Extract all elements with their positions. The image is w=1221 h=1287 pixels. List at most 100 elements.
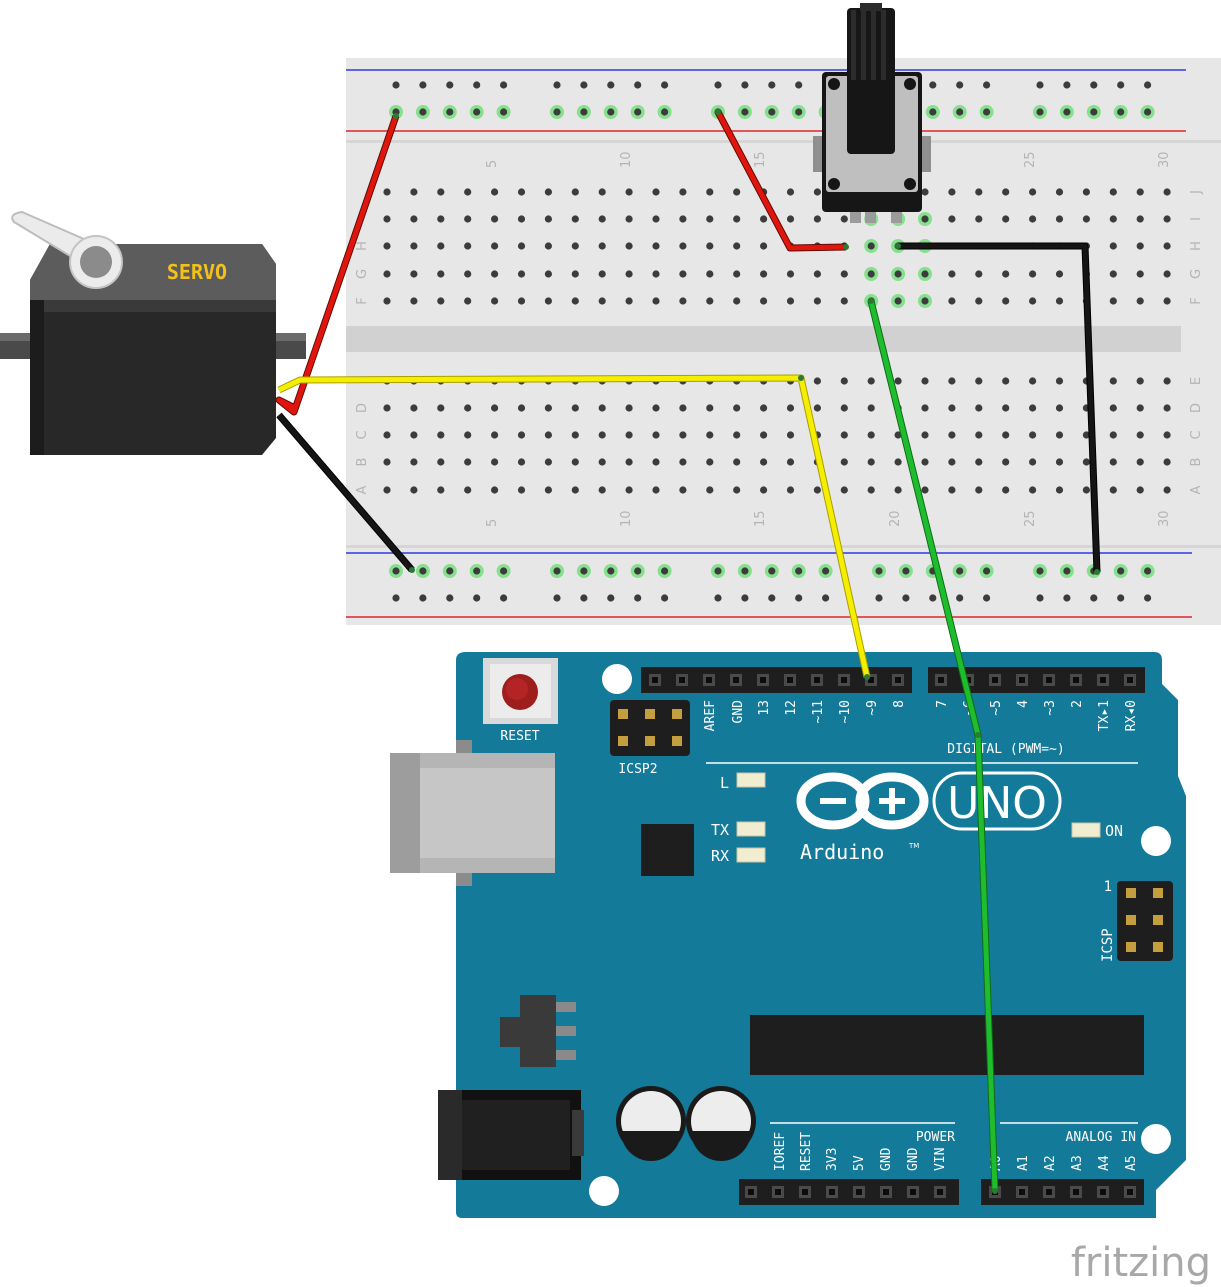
rail-hole: [580, 81, 588, 89]
socket-pin: [829, 1189, 835, 1195]
breadboard-hole: [544, 215, 553, 223]
analog-pin-label: A1: [1016, 1155, 1031, 1171]
servo-motor: SERVO: [0, 210, 306, 455]
breadboard-hole: [679, 486, 687, 494]
socket-pin: [992, 677, 998, 683]
breadboard-hole: [598, 188, 606, 196]
analog-pin-label: A5: [1124, 1155, 1139, 1171]
breadboard-hole: [625, 297, 633, 305]
breadboard-hole: [598, 270, 606, 278]
breadboard-hole: [894, 297, 902, 305]
breadboard-hole: [625, 188, 633, 196]
wires: [275, 109, 1101, 1194]
socket-pin: [1100, 1189, 1106, 1195]
breadboard-hole: [786, 297, 795, 305]
breadboard-hole: [383, 297, 391, 305]
breadboard-hole: [975, 486, 983, 494]
rail-hole: [473, 108, 481, 116]
power-pin-label: IOREF: [773, 1132, 788, 1171]
breadboard-hole: [948, 458, 956, 466]
breadboard-hole: [1029, 458, 1037, 466]
digital-pin-label: ~10: [838, 700, 853, 723]
reset-button[interactable]: [483, 658, 558, 724]
breadboard-hole: [625, 431, 633, 439]
breadboard-hole: [921, 431, 929, 439]
power-pin-label: GND: [906, 1147, 921, 1171]
icsp-label: ICSP: [1100, 928, 1116, 962]
breadboard-hole: [1055, 486, 1064, 494]
breadboard-hole: [1163, 242, 1171, 250]
digital-pin-label: GND: [731, 700, 746, 724]
breadboard-hole: [652, 215, 660, 223]
rail-hole: [983, 594, 991, 602]
breadboard-hole: [1055, 188, 1064, 196]
rail-hole: [446, 108, 454, 116]
rail-hole: [902, 567, 910, 575]
breadboard-hole: [1029, 215, 1037, 223]
digital-pin-label: RX◂0: [1124, 700, 1139, 731]
breadboard-hole: [1163, 215, 1171, 223]
rail-hole: [607, 108, 615, 116]
breadboard-hole: [1136, 431, 1144, 439]
breadboard-hole: [867, 486, 875, 494]
breadboard-hole: [706, 215, 714, 223]
breadboard-hole: [652, 242, 660, 250]
breadboard-hole: [1029, 270, 1037, 278]
breadboard-hole: [383, 486, 391, 494]
breadboard-hole: [410, 188, 418, 196]
socket-pin: [1046, 677, 1052, 683]
rail-hole: [392, 594, 400, 602]
breadboard-hole: [464, 242, 472, 250]
led-tx: [736, 821, 766, 837]
breadboard-hole: [652, 431, 660, 439]
rail-hole: [956, 108, 964, 116]
breadboard-hole: [598, 215, 606, 223]
breadboard-hole: [948, 297, 956, 305]
wire-endpoint: [843, 244, 849, 250]
breadboard-hole: [625, 215, 633, 223]
rail-hole: [822, 594, 830, 602]
breadboard-hole: [894, 431, 902, 439]
socket-pin: [1073, 1189, 1079, 1195]
row-letter: E: [1189, 377, 1204, 385]
breadboard-hole: [1029, 486, 1037, 494]
breadboard-hole: [786, 404, 795, 412]
breadboard-hole: [1136, 458, 1144, 466]
breadboard-hole: [975, 458, 983, 466]
socket-pin: [1046, 1189, 1052, 1195]
breadboard-hole: [867, 458, 875, 466]
socket-pin: [1019, 677, 1025, 683]
breadboard-hole: [437, 486, 445, 494]
socket-pin: [895, 677, 901, 683]
socket-pin: [937, 1189, 943, 1195]
rail-hole: [1144, 567, 1152, 575]
row-letter: A: [355, 485, 370, 494]
rail-hole: [741, 81, 749, 89]
rail-hole: [741, 567, 749, 575]
icsp2-label: ICSP2: [618, 762, 657, 777]
row-letter: G: [355, 269, 370, 279]
rail-hole: [580, 108, 588, 116]
breadboard-hole: [1109, 486, 1117, 494]
column-number: 20: [888, 510, 903, 527]
breadboard-hole: [598, 297, 606, 305]
breadboard-hole: [410, 431, 418, 439]
wire-endpoint: [992, 1188, 998, 1194]
breadboard-hole: [517, 242, 526, 250]
breadboard-hole: [464, 431, 472, 439]
rail-hole: [500, 108, 508, 116]
rail-hole: [714, 567, 722, 575]
breadboard-hole: [437, 242, 445, 250]
breadboard-hole: [706, 270, 714, 278]
breadboard-hole: [921, 458, 929, 466]
uno-badge: [932, 771, 1062, 831]
breadboard-hole: [679, 215, 687, 223]
breadboard-hole: [598, 458, 606, 466]
breadboard-hole: [1029, 377, 1037, 385]
socket-pin: [868, 677, 874, 683]
row-letter: I: [1189, 217, 1204, 221]
breadboard-hole: [679, 188, 687, 196]
rail-hole: [768, 567, 776, 575]
fritzing-watermark: fritzing: [1071, 1240, 1211, 1286]
digital-pin-label: AREF: [703, 700, 718, 731]
